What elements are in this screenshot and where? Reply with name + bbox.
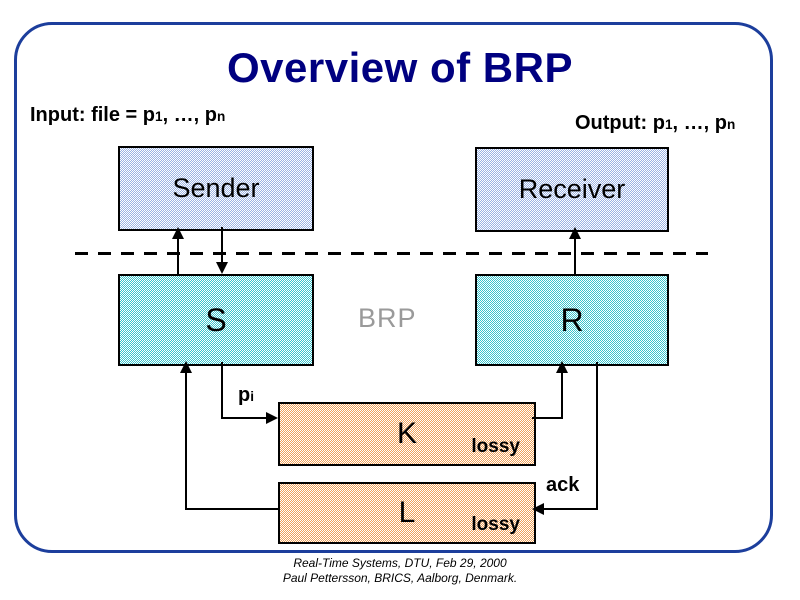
output-label-sub1: 1 <box>664 117 673 132</box>
channel-boundary-dashed-line <box>75 252 708 255</box>
footer-line1: Real-Time Systems, DTU, Feb 29, 2000 <box>293 556 507 570</box>
r-to-receiver-arrowhead-icon <box>569 227 581 239</box>
input-label-mid: , …, p <box>162 104 218 126</box>
l-box: L lossy <box>278 482 536 544</box>
r-box-label: R <box>560 301 584 338</box>
l-lossy-label: lossy <box>471 514 520 535</box>
s-box: S <box>118 274 314 366</box>
k-box: K lossy <box>278 402 536 466</box>
s-box-label: S <box>205 301 227 338</box>
s-to-k-hline <box>221 417 267 419</box>
r-to-l-hline <box>544 508 598 510</box>
k-to-r-hline <box>532 417 563 419</box>
sender-to-s-line <box>221 227 223 263</box>
l-to-s-hline <box>186 508 278 510</box>
sender-to-s-arrowhead-icon <box>216 262 228 274</box>
k-lossy-label: lossy <box>471 436 520 457</box>
ack-label: ack <box>546 474 580 496</box>
s-to-sender-arrowhead-icon <box>172 227 184 239</box>
input-label-prefix: Input: file = p <box>30 104 155 126</box>
l-to-s-vline <box>185 373 187 510</box>
pi-label-base: p <box>238 384 251 406</box>
footer-line2: Paul Pettersson, BRICS, Aalborg, Denmark… <box>282 571 518 585</box>
s-to-sender-line <box>177 239 179 274</box>
receiver-box: Receiver <box>475 147 669 232</box>
pi-label: pi <box>238 384 254 407</box>
r-to-l-vline <box>596 362 598 510</box>
pi-label-sub: i <box>250 389 254 404</box>
r-to-l-arrowhead-icon <box>532 503 544 515</box>
k-to-r-arrowhead-icon <box>556 361 568 373</box>
l-to-s-arrowhead-icon <box>180 361 192 373</box>
footer-credits: Real-Time Systems, DTU, Feb 29, 2000 Pau… <box>0 556 800 586</box>
output-label-subn: n <box>726 117 736 132</box>
receiver-box-label: Receiver <box>518 174 626 204</box>
output-label-mid: , …, p <box>672 112 727 134</box>
l-box-label: L <box>398 496 416 529</box>
r-box: R <box>475 274 669 366</box>
slide-rounded-border <box>14 22 773 553</box>
page-title: Overview of BRP <box>227 44 573 91</box>
s-to-k-vline <box>221 362 223 419</box>
k-box-label: K <box>396 417 417 450</box>
brp-label: BRP <box>358 303 417 333</box>
sender-box: Sender <box>118 146 314 231</box>
k-to-r-vline <box>561 373 563 419</box>
input-label-subn: n <box>217 109 226 124</box>
output-label-prefix: Output: p <box>575 112 665 134</box>
input-label-sub1: 1 <box>155 109 163 124</box>
input-label: Input: file = p1, …, pn <box>30 104 225 127</box>
r-to-receiver-line <box>574 239 576 274</box>
sender-box-label: Sender <box>172 173 260 203</box>
output-label: Output: p1, …, pn <box>575 112 735 135</box>
s-to-k-arrowhead-icon <box>266 412 278 424</box>
